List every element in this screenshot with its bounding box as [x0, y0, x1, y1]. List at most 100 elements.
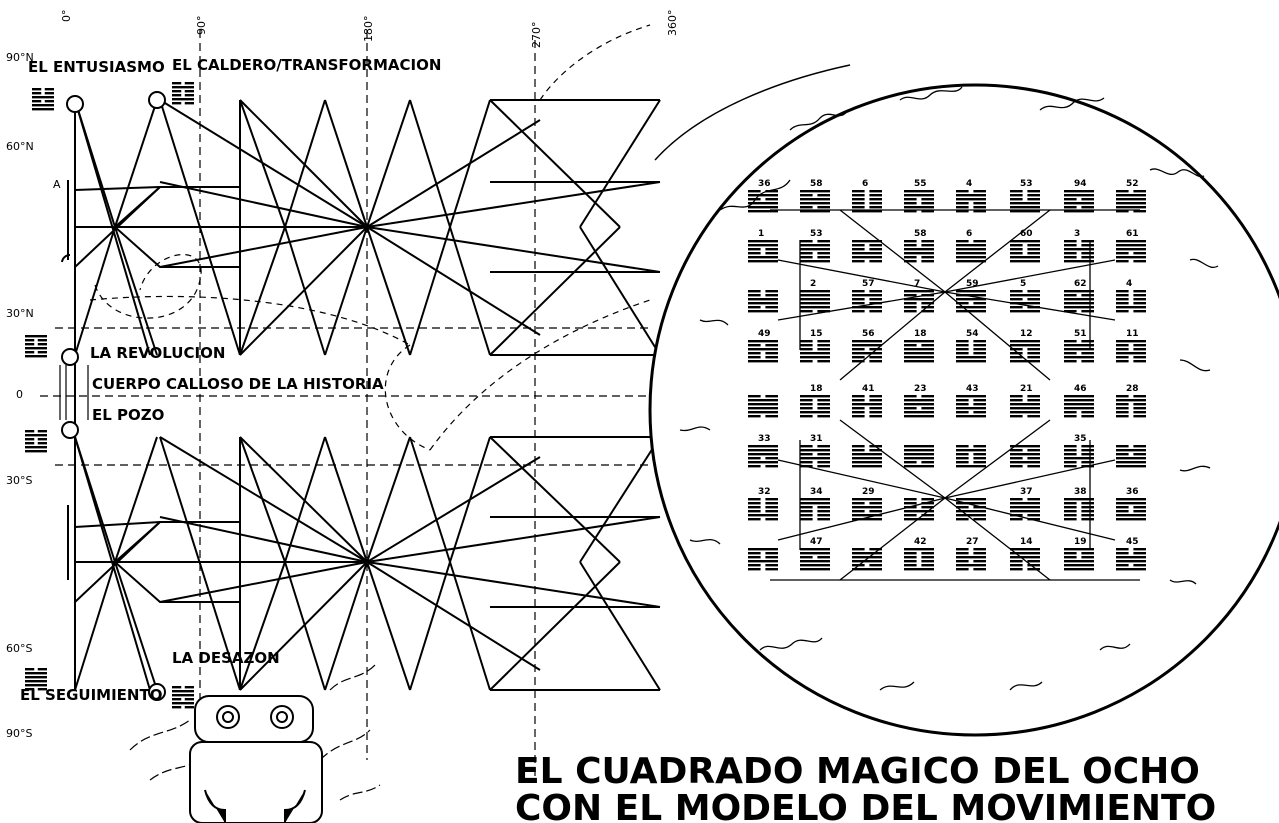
dashed-grid-lines	[40, 30, 650, 780]
hexagram-cell	[852, 548, 882, 571]
hexagram-cell	[904, 340, 934, 363]
hexagram-number: 61	[1126, 229, 1139, 239]
hexagram-cell	[800, 498, 830, 521]
wave-lines	[129, 664, 381, 801]
hexagram-cell	[748, 340, 778, 363]
hexagram-cell	[956, 445, 986, 468]
hexagram-cell	[1116, 290, 1146, 313]
degree-90: 90°	[195, 16, 208, 36]
hexagram-cell	[748, 190, 778, 213]
hexagram-cell	[1010, 240, 1040, 263]
hexagram-cell	[800, 190, 830, 213]
hexagram-number: 36	[758, 179, 771, 189]
hexagram-number: 36	[1126, 487, 1139, 497]
hexagram-number: 4	[966, 179, 972, 189]
hexagram-number: 46	[1074, 384, 1087, 394]
left-axis	[59, 105, 89, 690]
lat-60n: 60°N	[6, 140, 34, 153]
hexagram-cell	[956, 548, 986, 571]
lower-movement-pattern	[74, 436, 661, 691]
lat-0: 0	[16, 388, 23, 401]
hexagram-number: 55	[914, 179, 927, 189]
hexagram-number: 94	[1074, 179, 1087, 189]
hexagram-cell	[1116, 190, 1146, 213]
diagram-title: EL CUADRADO MAGICO DEL OCHO CON EL MODEL…	[515, 751, 1216, 823]
label-entusiasmo: EL ENTUSIASMO	[28, 58, 165, 76]
hexagram-number: 19	[1074, 537, 1087, 547]
hexagram-cell	[1064, 395, 1094, 418]
hexagram-number: 41	[862, 384, 875, 394]
hexagram-cell	[852, 340, 882, 363]
label-seguimiento: EL SEGUIMIENTO	[20, 686, 162, 704]
hexagram-cell	[956, 340, 986, 363]
annotation-labels: EL ENTUSIASMO EL CALDERO/TRANSFORMACION …	[20, 56, 441, 704]
hexagram-cell	[748, 498, 778, 521]
contour-4	[1149, 168, 1205, 178]
title-line-1: EL CUADRADO MAGICO DEL OCHO	[515, 751, 1200, 792]
left-hexagram-glyphs	[25, 82, 194, 709]
lat-30n: 30°N	[6, 307, 34, 320]
latitude-labels: 90°N 60°N 30°N 0 30°S 60°S 90°S	[6, 51, 34, 740]
hexagram-cell	[1116, 395, 1146, 418]
left-hexagram-5	[172, 686, 194, 709]
contour-3	[1039, 97, 1105, 111]
hexagram-number: 35	[1074, 434, 1087, 444]
hexagram-number: 2	[810, 279, 816, 289]
node-pozo	[61, 421, 79, 439]
hexagram-number: 31	[810, 434, 823, 444]
hexagram-cell	[1116, 240, 1146, 263]
hexagram-cell	[956, 240, 986, 263]
hexagram-number: 54	[966, 329, 979, 339]
hexagram-cell	[904, 240, 934, 263]
contour-7	[1179, 465, 1211, 472]
label-a: A	[53, 178, 61, 191]
hexagram-cell	[1010, 190, 1040, 213]
hexagram-cell	[1064, 498, 1094, 521]
hexagram-cell	[1064, 190, 1094, 213]
hexagram-number: 32	[758, 487, 771, 497]
hexagram-cell	[956, 498, 986, 521]
hexagram-number: 6	[966, 229, 972, 239]
node-entusiasmo	[66, 95, 84, 113]
hexagram-number: 53	[810, 229, 823, 239]
hexagram-cell	[852, 395, 882, 418]
contour-14	[1009, 681, 1043, 691]
hexagram-number: 56	[862, 329, 875, 339]
hexagram-number: 6	[862, 179, 868, 189]
hexagram-number: 57	[862, 279, 875, 289]
hexagram-cell	[904, 498, 934, 521]
contour-1	[789, 109, 849, 131]
hexagram-number: 52	[1126, 179, 1139, 189]
label-cuerpo-calloso: CUERPO CALLOSO DE LA HISTORIA	[92, 375, 384, 393]
hexagram-number: 33	[758, 434, 771, 444]
hexagram-cell	[748, 445, 778, 468]
hexagram-number: 28	[1126, 384, 1139, 394]
label-revolucion: LA REVOLUCION	[90, 344, 225, 362]
contour-5	[1189, 258, 1219, 268]
hexagram-number: 60	[1020, 229, 1033, 239]
terrain-contour-lines	[679, 86, 1219, 691]
hexagram-number: 18	[810, 384, 823, 394]
hexagram-cell	[1064, 290, 1094, 313]
title-line-2: CON EL MODELO DEL MOVIMIENTO	[515, 788, 1216, 823]
hexagram-cell	[1010, 395, 1040, 418]
hexagram-cell	[1010, 445, 1040, 468]
contour-9	[699, 319, 729, 326]
totem-figure	[189, 695, 323, 823]
hexagram-cell	[748, 290, 778, 313]
hexagram-cell	[904, 445, 934, 468]
left-hexagram-0	[32, 88, 54, 111]
hexagram-cell	[1116, 498, 1146, 521]
hexagram-cell	[904, 290, 934, 313]
degree-360: 360°	[666, 10, 679, 37]
contour-13	[879, 681, 915, 691]
left-hexagram-4	[25, 668, 47, 691]
hexagram-cell	[800, 548, 830, 571]
hexagram-cell	[956, 190, 986, 213]
contour-10	[679, 426, 711, 432]
hexagram-cell	[904, 548, 934, 571]
hexagram-number: 37	[1020, 487, 1033, 497]
